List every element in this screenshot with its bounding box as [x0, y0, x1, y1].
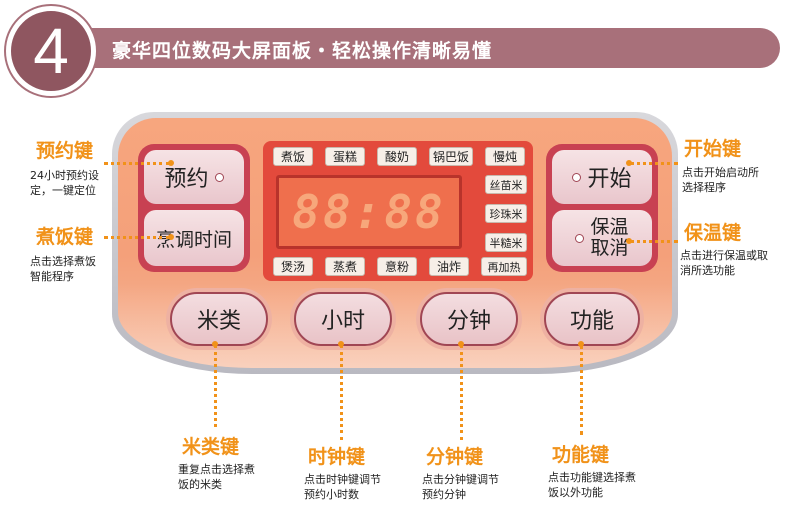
menu-chip-cake: 蛋糕 — [325, 147, 365, 166]
cancel-label: 取消 — [590, 237, 629, 259]
warm-callout-dot — [626, 238, 632, 244]
menu-chip-reheat: 再加热 — [481, 257, 527, 276]
minute-callout-desc: 点击分钟键调节预约分钟 — [422, 473, 499, 501]
cook-time-button-label: 烹调时间 — [155, 228, 232, 251]
reserve-callout-desc: 24小时预约设定，一键定位 — [30, 169, 99, 197]
hour-callout-title: 时钟键 — [308, 446, 366, 468]
hour-callout-dot — [338, 341, 344, 347]
control-panel-face: 预约 烹调时间 开始 保温 取消 煮饭 蛋糕 — [118, 118, 672, 368]
reserve-callout-title: 预约键 — [36, 140, 94, 162]
cook-callout-line — [104, 236, 170, 239]
rice-callout-line — [214, 345, 217, 427]
keep-warm-label: 保温 — [590, 216, 629, 238]
hour-callout-desc: 点击时钟键调节预约小时数 — [304, 473, 381, 501]
rice-type-button[interactable]: 米类 — [170, 292, 268, 346]
rice-callout-dot — [212, 341, 218, 347]
step-number-badge: 4 — [6, 6, 96, 96]
reserve-led-icon — [214, 172, 224, 182]
hour-button[interactable]: 小时 — [294, 292, 392, 346]
start-callout-line — [630, 162, 678, 165]
warm-callout-line — [630, 240, 678, 243]
digit-display: 88:88 — [276, 175, 462, 249]
minute-button[interactable]: 分钟 — [420, 292, 518, 346]
reserve-button[interactable]: 预约 — [144, 150, 244, 204]
start-button-label: 开始 — [587, 167, 632, 192]
menu-chip-soup: 煲汤 — [273, 257, 313, 276]
reserve-callout-dot — [168, 160, 174, 166]
keep-warm-led-icon — [575, 233, 585, 243]
hour-callout-line — [340, 345, 343, 440]
start-callout-dot — [626, 160, 632, 166]
hour-button-label: 小时 — [320, 309, 365, 334]
warm-callout-desc: 点击进行保温或取消所选功能 — [680, 249, 768, 277]
digit-display-segments: 88:88 — [292, 185, 446, 239]
header-banner: 4 豪华四位数码大屏面板・轻松操作清晰易懂 — [0, 0, 790, 100]
warm-callout-title: 保温键 — [684, 222, 742, 244]
function-callout-desc: 点击功能键选择煮饭以外功能 — [548, 471, 636, 499]
minute-button-label: 分钟 — [446, 309, 491, 334]
menu-chip-slow-stew: 慢炖 — [485, 147, 525, 166]
function-button[interactable]: 功能 — [544, 292, 640, 346]
function-button-label: 功能 — [569, 309, 614, 334]
display-frame: 煮饭 蛋糕 酸奶 锅巴饭 慢炖 丝苗米 珍珠米 半糙米 88:88 煲汤 蒸煮 … — [263, 141, 533, 281]
reserve-callout-line — [104, 162, 170, 165]
menu-chip-steam: 蒸煮 — [325, 257, 365, 276]
banner-title: 豪华四位数码大屏面板・轻松操作清晰易懂 — [112, 40, 493, 62]
start-button[interactable]: 开始 — [552, 150, 652, 204]
menu-chip-pasta: 意粉 — [377, 257, 417, 276]
minute-callout-title: 分钟键 — [426, 446, 484, 468]
control-panel: 预约 烹调时间 开始 保温 取消 煮饭 蛋糕 — [112, 112, 678, 374]
function-callout-dot — [578, 341, 584, 347]
rice-callout-title: 米类键 — [182, 436, 240, 458]
start-callout-title: 开始键 — [684, 138, 742, 160]
reserve-button-label: 预约 — [164, 167, 209, 192]
cook-callout-desc: 点击选择煮饭智能程序 — [30, 255, 96, 283]
menu-chip-silk-rice: 丝苗米 — [485, 175, 527, 194]
minute-callout-line — [460, 345, 463, 440]
rice-callout-desc: 重复点击选择煮饭的米类 — [178, 463, 255, 491]
function-callout-line — [580, 345, 583, 435]
menu-chip-cook: 煮饭 — [273, 147, 313, 166]
start-callout-desc: 点击开始启动所选择程序 — [682, 166, 759, 194]
start-led-icon — [572, 172, 582, 182]
keep-warm-cancel-button[interactable]: 保温 取消 — [552, 210, 652, 266]
left-button-group: 预约 烹调时间 — [138, 144, 250, 272]
cook-time-button[interactable]: 烹调时间 — [144, 210, 244, 266]
keep-warm-cancel-label: 保温 取消 — [590, 217, 628, 259]
cook-callout-dot — [168, 234, 174, 240]
menu-chip-fry: 油炸 — [429, 257, 469, 276]
cook-callout-title: 煮饭键 — [36, 226, 94, 248]
banner-bar — [70, 28, 780, 68]
rice-type-button-label: 米类 — [196, 309, 241, 334]
minute-callout-dot — [458, 341, 464, 347]
menu-chip-crispy-rice: 锅巴饭 — [429, 147, 473, 166]
menu-chip-pearl-rice: 珍珠米 — [485, 204, 527, 223]
menu-chip-semi-brown-rice: 半糙米 — [485, 233, 527, 252]
right-button-group: 开始 保温 取消 — [546, 144, 658, 272]
menu-chip-yogurt: 酸奶 — [377, 147, 417, 166]
function-callout-title: 功能键 — [552, 444, 610, 466]
